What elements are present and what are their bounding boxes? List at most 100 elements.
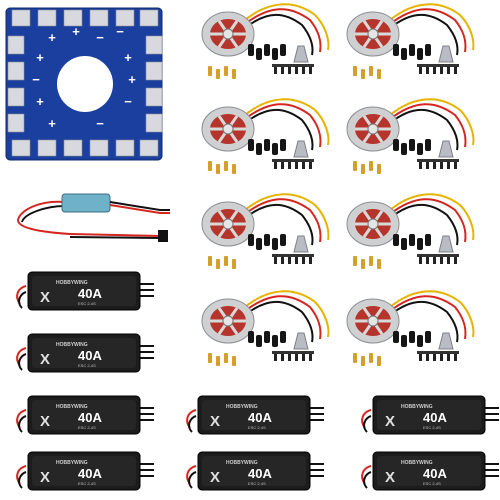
- esc-rating: 40A: [78, 410, 102, 425]
- screw: [295, 161, 298, 169]
- screw-head: [272, 254, 279, 257]
- screw-head: [272, 159, 279, 162]
- board-mark-3: +: [124, 50, 132, 65]
- heatshrink-piece: [409, 331, 415, 343]
- board-mark-1: −: [96, 30, 104, 45]
- screw: [288, 256, 291, 264]
- heatshrink-piece: [417, 143, 423, 155]
- screw-head: [286, 351, 293, 354]
- bullet-connector: [224, 161, 228, 171]
- pad-bottom-2: [63, 139, 83, 157]
- heatshrink-piece: [425, 234, 431, 246]
- board-mark-9: −: [116, 24, 124, 39]
- screw-head: [431, 64, 438, 67]
- heatshrink-piece: [409, 234, 415, 246]
- pad-left-3: [7, 113, 25, 133]
- bec-lead-black: [69, 236, 161, 239]
- esc-label-area: [377, 456, 481, 486]
- screw: [274, 66, 277, 74]
- pad-top-2: [63, 9, 83, 27]
- motors-svg: [201, 3, 475, 366]
- screw: [440, 66, 443, 74]
- esc-brand: HOBBYWING: [226, 404, 258, 410]
- screw-head: [417, 351, 424, 354]
- esc-sub: ESC 2-4S: [248, 425, 266, 430]
- motor-wire-yellow: [244, 193, 330, 241]
- heatshrink-piece: [280, 139, 286, 151]
- motor-kit-0: [201, 3, 330, 79]
- esc-brand: HOBBYWING: [226, 460, 258, 466]
- screw: [288, 353, 291, 361]
- screw: [447, 256, 450, 264]
- heatshrink-piece: [272, 335, 278, 347]
- prop-adapter: [293, 45, 309, 63]
- screw-head: [445, 64, 452, 67]
- screw: [419, 256, 422, 264]
- board-mark-11: +: [128, 72, 136, 87]
- esc-sub: ESC 2-4S: [78, 363, 96, 368]
- bullet-connector: [216, 164, 220, 174]
- heatshrink-piece: [393, 234, 399, 246]
- screw: [295, 256, 298, 264]
- bec-svg: [16, 193, 170, 242]
- screw: [419, 66, 422, 74]
- bullet-connector: [361, 69, 365, 79]
- pad-left-0: [7, 35, 25, 55]
- heatshrink-piece: [256, 143, 262, 155]
- board-mark-5: −: [124, 94, 132, 109]
- screw-head: [293, 64, 300, 67]
- screw: [281, 66, 284, 74]
- esc-mark: X: [385, 469, 395, 486]
- screw-head: [445, 254, 452, 257]
- screw: [447, 66, 450, 74]
- heatshrink-piece: [272, 143, 278, 155]
- screw: [440, 161, 443, 169]
- pad-top-5: [139, 9, 159, 27]
- esc-sub: ESC 2-4S: [423, 425, 441, 430]
- screw-head: [293, 254, 300, 257]
- motor-shaft: [367, 218, 379, 230]
- bullet-connector: [216, 356, 220, 366]
- screw: [426, 256, 429, 264]
- screw-head: [417, 254, 424, 257]
- esc-brand: HOBBYWING: [401, 404, 433, 410]
- screw-head: [431, 351, 438, 354]
- motor-wire-black: [389, 203, 459, 246]
- motor-wire-black: [244, 203, 314, 246]
- esc-mark: X: [385, 413, 395, 430]
- heatshrink-piece: [264, 331, 270, 343]
- heatshrink-piece: [393, 331, 399, 343]
- motor-wire-red: [244, 8, 322, 53]
- bullet-connector: [377, 164, 381, 174]
- screw-head: [438, 254, 445, 257]
- heatshrink-piece: [256, 238, 262, 250]
- screw: [274, 161, 277, 169]
- heatshrink-piece: [264, 44, 270, 56]
- pad-left-2: [7, 87, 25, 107]
- prop-adapter: [293, 332, 309, 350]
- screw-head: [300, 351, 307, 354]
- screw-head: [452, 351, 459, 354]
- heatshrink-piece: [425, 44, 431, 56]
- motor-wire-black: [244, 108, 314, 151]
- motor-shaft: [222, 315, 234, 327]
- motor-wire-black: [244, 300, 314, 343]
- screw-head: [300, 159, 307, 162]
- motor-wire-red: [244, 103, 322, 148]
- screw-head: [438, 64, 445, 67]
- screw-head: [293, 159, 300, 162]
- motor-kit-5: [346, 193, 475, 269]
- bullet-connector: [216, 259, 220, 269]
- bullet-connector: [369, 256, 373, 266]
- screw-head: [286, 64, 293, 67]
- screw-head: [431, 254, 438, 257]
- esc-brand: HOBBYWING: [56, 404, 88, 410]
- pad-bottom-4: [115, 139, 135, 157]
- screw: [447, 353, 450, 361]
- esc-rating: 40A: [423, 466, 447, 481]
- board-mark-10: −: [32, 72, 40, 87]
- bullet-connector: [353, 161, 357, 171]
- motor-kit-7: [346, 290, 475, 366]
